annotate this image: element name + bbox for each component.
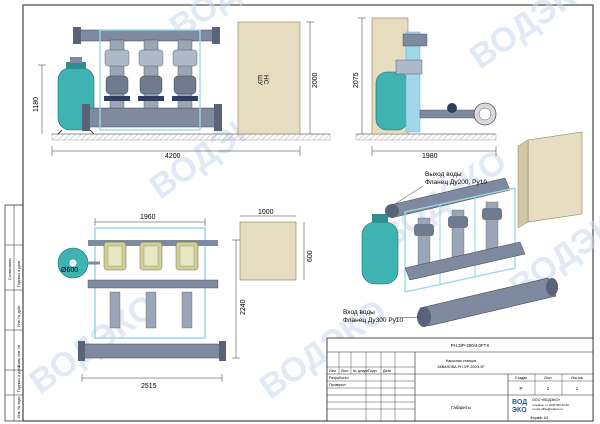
- dimension-label: 2075: [353, 72, 360, 88]
- iso-view: Выход воды Фланец Ду200, Ру10 Вход воды …: [343, 131, 583, 327]
- col-header: Дата: [383, 369, 391, 373]
- dimension-label: 600: [307, 250, 314, 262]
- pump-plan: [139, 241, 163, 271]
- logo-text: ВОД: [512, 399, 527, 406]
- role-label: Проверил: [329, 383, 346, 387]
- logo-text: ЭКО: [512, 407, 527, 414]
- ground-slab: [51, 133, 331, 141]
- left-strip: Согласовано Инв. № подл. Подпись и дата …: [4, 204, 24, 422]
- pump-column: [138, 39, 164, 109]
- pump-column: [172, 39, 198, 109]
- dimension-label: 1180: [33, 97, 40, 112]
- dimension-label: 2240: [240, 299, 247, 315]
- sheet-name: Габариты: [451, 405, 471, 410]
- dimension-label: 1000: [258, 209, 274, 216]
- meta-header: Листов: [571, 376, 583, 380]
- company-name: ООО «ВОДЭКО»: [532, 398, 560, 402]
- callout-inlet: Фланец Ду300 Ру10: [343, 317, 404, 324]
- cabinet-label: НС: [262, 75, 269, 85]
- dimension-label: 2515: [141, 383, 157, 390]
- format-label: Формат А3: [530, 416, 548, 420]
- drawing-code: РН.З/Р-200/4.0FТХ: [451, 343, 490, 348]
- col-header: Лист: [341, 369, 349, 373]
- meta-header: Стадия: [515, 376, 527, 380]
- pump-plan: [175, 241, 199, 271]
- company-logo: ВОД ЭКО: [512, 399, 527, 414]
- strip-label: Согласовано: [8, 258, 12, 280]
- tank-side: [375, 71, 409, 131]
- company-contact: телефон: +7 (000) 000-00-00: [532, 403, 569, 407]
- dimension-label: 1960: [140, 214, 156, 221]
- col-header: Изм: [329, 369, 336, 373]
- strip-label: Инв. № дубл.: [17, 305, 21, 327]
- company-contact: e-mail: office@vodeco.ru: [532, 407, 563, 411]
- collector-bottom: [81, 343, 223, 359]
- watermark-text: ВОДЭКО: [463, 0, 600, 77]
- callout-outlet: Фланец Ду200, Ру10: [425, 179, 487, 186]
- collector-mid: [87, 279, 219, 289]
- title-block: РН.З/Р-200/4.0FТХ Насосная станция АКВАН…: [326, 337, 594, 422]
- meta-header: Лист: [544, 376, 552, 380]
- collector-top: [77, 29, 219, 42]
- ground-slab: [355, 133, 497, 141]
- plan-view: Ø600 1960 2515 2240 1000: [57, 209, 314, 390]
- pump-column: [104, 39, 130, 109]
- meta-value: Р: [520, 386, 523, 391]
- product-name: Насосная станция: [446, 359, 477, 363]
- callout-outlet: Выход воды: [425, 171, 462, 178]
- meta-value: 1: [547, 386, 550, 391]
- pump-iso: [414, 217, 434, 271]
- dimension-label: 1980: [422, 153, 438, 160]
- product-name: АКВАНОВА РН.З/Р-200/4.0F: [437, 365, 485, 369]
- tank-plan: [57, 247, 100, 279]
- pump-plan: [103, 241, 127, 271]
- col-header: Подп.: [368, 369, 378, 373]
- dimension-label: Ø600: [61, 267, 78, 274]
- col-header: № докум.: [353, 369, 369, 373]
- callout-inlet: Вход воды: [343, 309, 375, 316]
- dimension-label: 2000: [312, 72, 319, 88]
- front-view: ШУ НС 4200 1180 2000: [33, 21, 331, 160]
- strip-label: Инв. № подл.: [17, 396, 21, 418]
- role-label: Разработал: [329, 376, 349, 380]
- cabinet-label: ШУ: [256, 75, 263, 86]
- pump-iso: [482, 201, 502, 255]
- strip-label: Взам. инв. №: [17, 345, 21, 367]
- strip-label: Подпись и дата: [17, 261, 21, 287]
- cabinet-plan: [239, 221, 297, 281]
- side-view: 2075 1980: [353, 17, 497, 160]
- dimension-label: 4200: [165, 153, 181, 160]
- cabinet-front: [237, 21, 301, 135]
- collector-bottom: [87, 107, 222, 128]
- meta-value: 1: [576, 386, 579, 391]
- tank-iso: [361, 221, 399, 285]
- strip-label: Подпись и дата: [17, 366, 21, 392]
